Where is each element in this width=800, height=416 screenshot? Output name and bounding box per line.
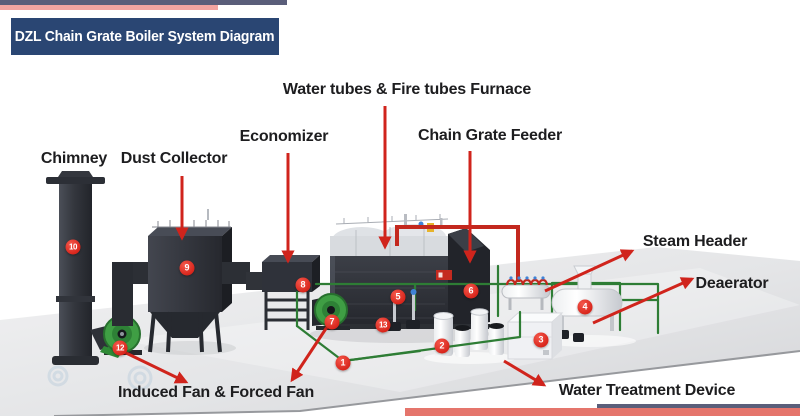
label-induced-forced-fan: Induced Fan & Forced Fan — [117, 384, 315, 401]
label-water-treatment: Water Treatment Device — [558, 382, 736, 399]
page-title: DZL Chain Grate Boiler System Diagram — [15, 28, 275, 45]
marker-2: 2 — [434, 338, 450, 354]
flue-duct-left — [112, 262, 152, 326]
marker-5: 5 — [390, 289, 406, 305]
marker-10: 10 — [65, 239, 81, 255]
boiler-equipment — [330, 214, 490, 329]
marker-6: 6 — [463, 283, 479, 299]
marker-12: 12 — [112, 340, 128, 356]
bottom-salmon-bar — [405, 408, 800, 416]
label-economizer: Economizer — [239, 128, 329, 145]
feed-pumps — [387, 289, 420, 331]
marker-4: 4 — [577, 299, 593, 315]
marker-13: 13 — [375, 317, 391, 333]
title-banner: DZL Chain Grate Boiler System Diagram — [11, 18, 279, 55]
marker-3: 3 — [533, 332, 549, 348]
label-chimney: Chimney — [40, 150, 108, 167]
bottom-slate-bar — [597, 404, 800, 409]
steam-pipe — [395, 225, 520, 282]
marker-1: 1 — [335, 355, 351, 371]
marker-9: 9 — [179, 260, 195, 276]
label-steam-header: Steam Header — [642, 233, 748, 250]
marker-7: 7 — [324, 314, 340, 330]
chimney-equipment — [46, 171, 105, 365]
top-slate-bar — [0, 0, 287, 5]
marker-8: 8 — [295, 277, 311, 293]
label-deaerator: Deaerator — [695, 275, 769, 292]
top-pink-bar — [0, 5, 218, 10]
steam-header-equipment — [501, 276, 551, 310]
label-chain-grate-feeder: Chain Grate Feeder — [417, 127, 563, 144]
label-furnace: Water tubes & Fire tubes Furnace — [282, 81, 532, 98]
label-dust-collector: Dust Collector — [120, 150, 228, 167]
